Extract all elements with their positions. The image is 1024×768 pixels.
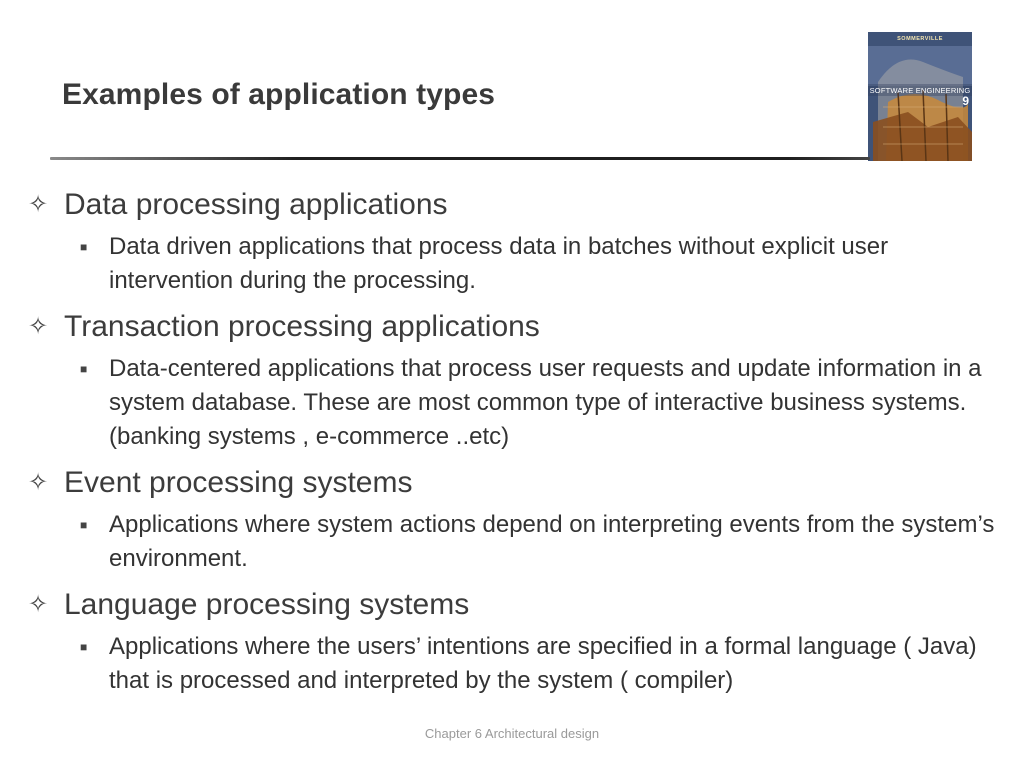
book-cover-author: SOMMERVILLE [897,36,943,42]
bullet-heading-row: ✧ Transaction processing applications [28,308,1008,346]
book-cover-image: SOMMERVILLE SOFTWARE ENGINEERING 9 [868,32,972,161]
square-bullet-icon: ■ [80,640,88,654]
square-bullet-icon: ■ [80,518,88,532]
bullet-heading: Event processing systems [64,466,413,499]
slide-footer: Chapter 6 Architectural design [424,726,600,741]
book-cover-edition: 9 [962,94,969,108]
sub-bullet-row: ■ Applications where system actions depe… [28,508,1008,576]
sub-bullet-row: ■ Data-centered applications that proces… [28,352,1008,454]
bullet-heading-row: ✧ Language processing systems [28,586,1008,624]
bullet-item: ✧ Language processing systems ■ Applicat… [28,586,1008,698]
bullet-list: ✧ Data processing applications ■ Data dr… [28,186,1008,708]
square-bullet-icon: ■ [80,362,88,376]
bullet-item: ✧ Transaction processing applications ■ … [28,308,1008,454]
sub-bullet-row: ■ Data driven applications that process … [28,230,1008,298]
bullet-heading: Transaction processing applications [64,310,540,343]
bullet-heading: Data processing applications [64,188,448,221]
bullet-item: ✧ Data processing applications ■ Data dr… [28,186,1008,298]
sub-bullet-text: Applications where the users’ intentions… [109,633,977,694]
title-divider [50,157,870,160]
book-cover-title: SOFTWARE ENGINEERING [869,86,971,95]
slide-title: Examples of application types [62,78,496,111]
sub-bullet-text: Data driven applications that process da… [109,233,889,294]
bullet-heading-row: ✧ Data processing applications [28,186,1008,224]
book-cover-art [868,32,972,161]
four-pointed-star-outline-icon: ✧ [28,191,49,218]
square-bullet-icon: ■ [80,240,88,254]
bullet-heading: Language processing systems [64,588,470,621]
sub-bullet-row: ■ Applications where the users’ intentio… [28,630,1008,698]
sub-bullet-text: Data-centered applications that process … [109,355,982,450]
four-pointed-star-outline-icon: ✧ [28,313,49,340]
four-pointed-star-outline-icon: ✧ [28,591,49,618]
four-pointed-star-outline-icon: ✧ [28,469,49,496]
sub-bullet-text: Applications where system actions depend… [109,511,995,572]
bullet-heading-row: ✧ Event processing systems [28,464,1008,502]
bullet-item: ✧ Event processing systems ■ Application… [28,464,1008,576]
